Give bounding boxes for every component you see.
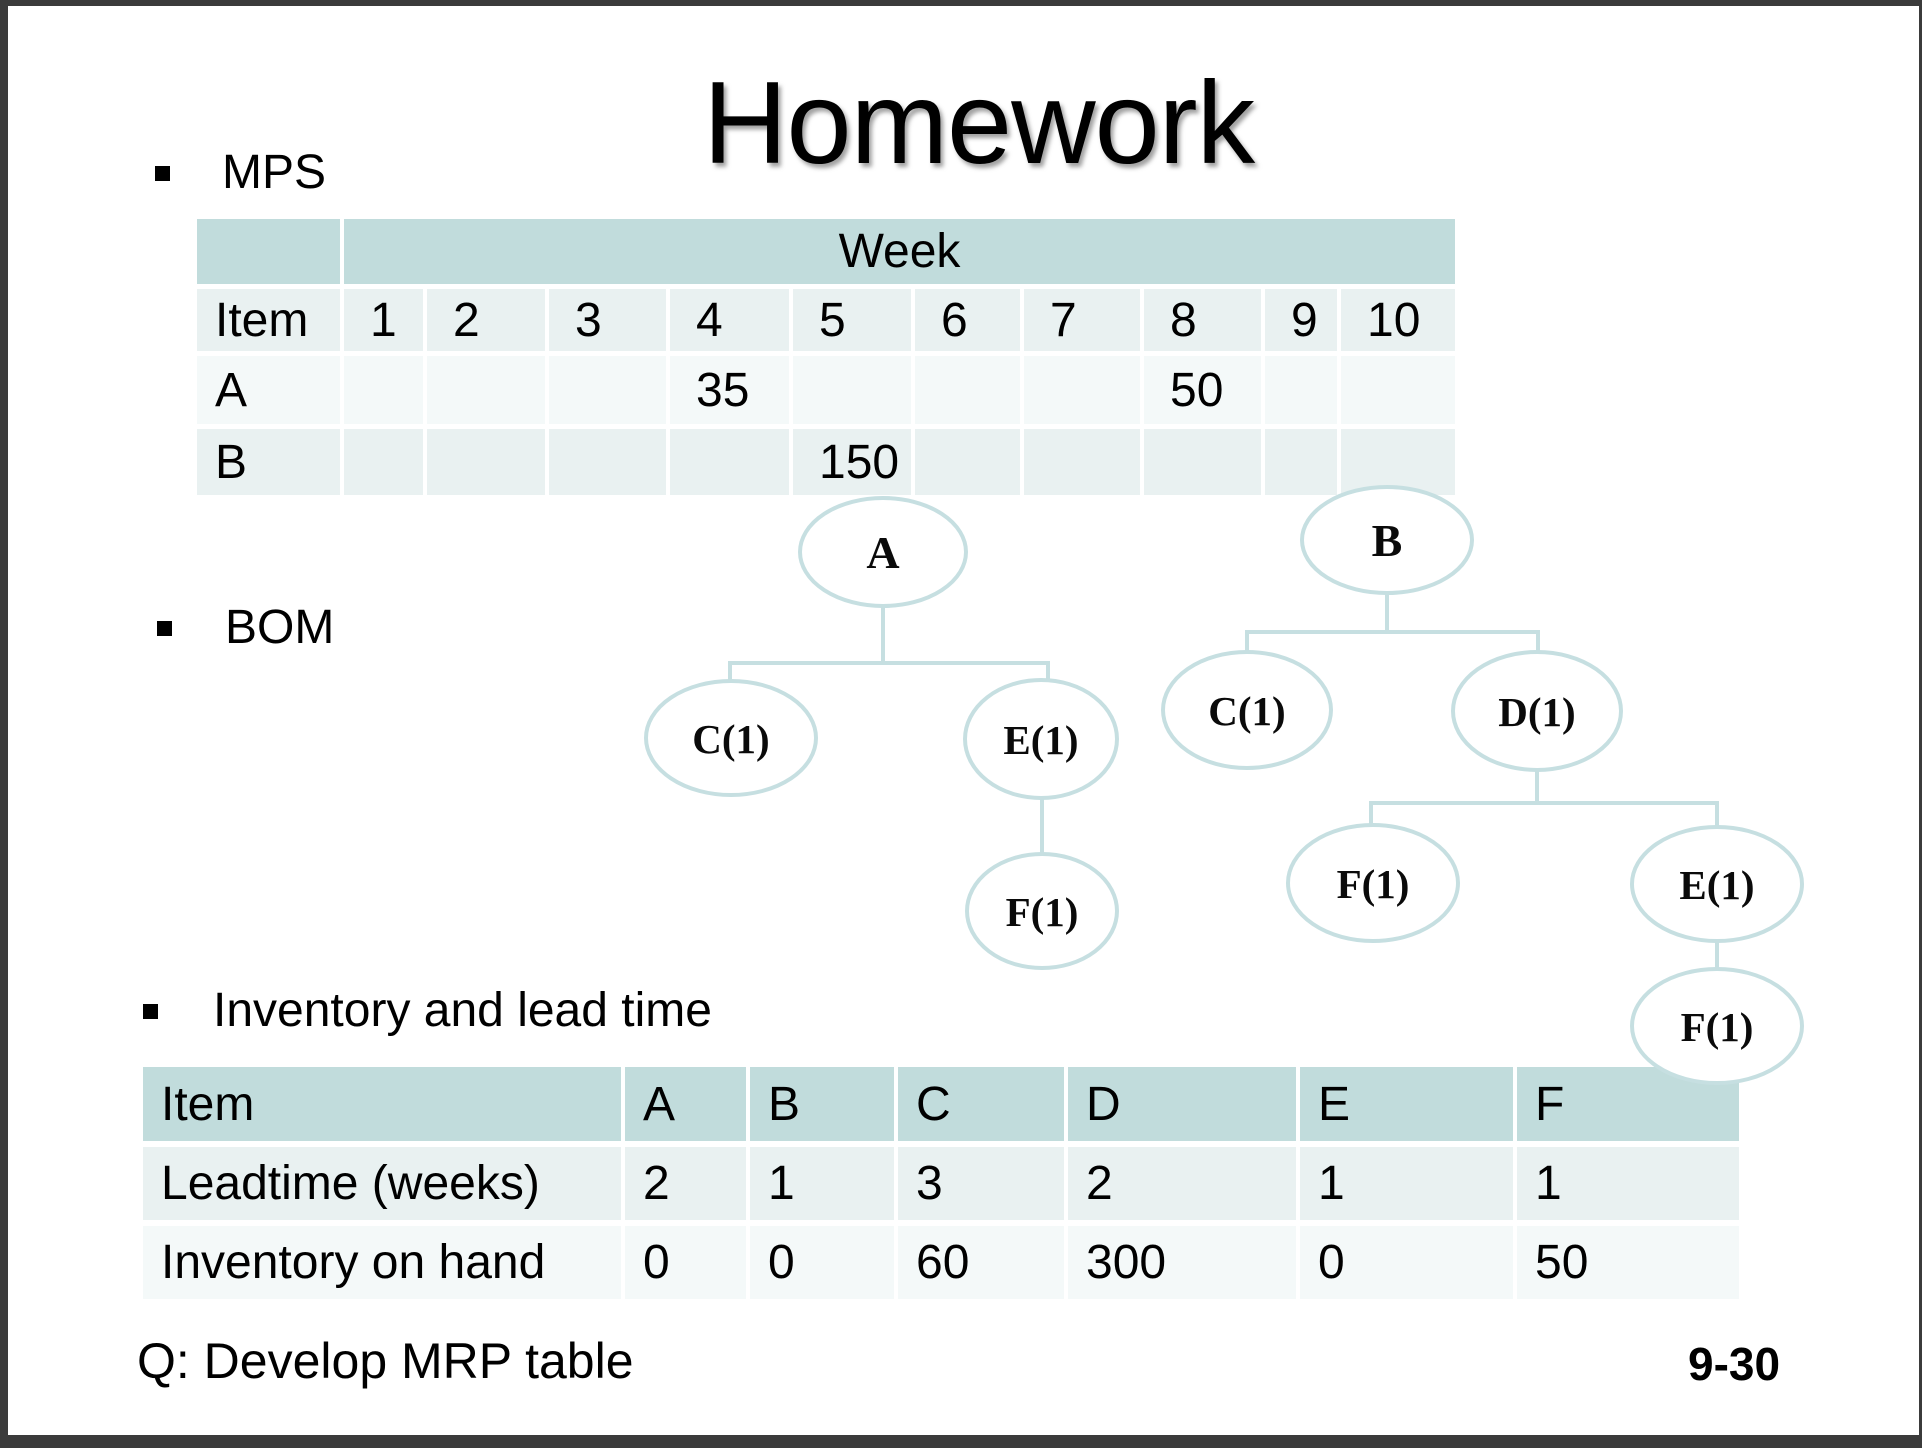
node-a-e: [963, 678, 1119, 800]
node-b-c: [1161, 650, 1333, 770]
node-a-f-label: F(1): [1006, 889, 1079, 935]
mps-week-number: 7: [1024, 289, 1140, 351]
node-b-e-label: E(1): [1679, 862, 1754, 908]
question-text: Q: Develop MRP table: [137, 1333, 634, 1389]
mps-corner-cell: [197, 219, 340, 284]
mps-week-number: 5: [793, 289, 911, 351]
inv-row-label: Leadtime (weeks): [143, 1147, 621, 1220]
inv-cell: 0: [750, 1226, 894, 1299]
inv-cell: 0: [625, 1226, 746, 1299]
node-b-d-label: D(1): [1498, 689, 1575, 735]
inv-header: C: [898, 1067, 1064, 1141]
node-a-label: A: [866, 527, 899, 578]
node-b-f1-label: F(1): [1337, 861, 1410, 907]
mps-row-item: A: [197, 356, 340, 424]
inv-cell: 1: [1300, 1147, 1513, 1220]
mps-cell: [1265, 429, 1337, 495]
mps-week-number: 9: [1265, 289, 1337, 351]
inv-cell: 2: [1068, 1147, 1296, 1220]
node-b-c-label: C(1): [1208, 688, 1285, 734]
mps-cell: [915, 356, 1020, 424]
inv-cell: 1: [750, 1147, 894, 1220]
mps-cell: [1341, 356, 1455, 424]
inv-cell: 0: [1300, 1226, 1513, 1299]
inv-header: B: [750, 1067, 894, 1141]
node-a-c: [644, 679, 818, 797]
mps-cell: [1341, 429, 1455, 495]
page-number: 9-30: [1688, 1338, 1781, 1390]
mps-cell: [670, 429, 789, 495]
bullet-square-icon: [157, 621, 172, 636]
inv-row-label: Inventory on hand: [143, 1226, 621, 1299]
mps-week-number: 1: [344, 289, 423, 351]
bullet-inventory-label: Inventory and lead time: [213, 984, 712, 1037]
node-a: [798, 496, 968, 608]
node-b-e: [1630, 825, 1804, 943]
bullet-mps-label: MPS: [222, 146, 327, 199]
mps-cell: [427, 429, 545, 495]
tree-b-connector: [1245, 593, 1540, 654]
mps-cell: [793, 356, 911, 424]
mps-cell: [344, 429, 423, 495]
mps-week-number: 8: [1144, 289, 1261, 351]
bullet-bom: BOM: [157, 601, 335, 655]
inv-header: D: [1068, 1067, 1296, 1141]
window-frame-bottom: [0, 1435, 1922, 1448]
mps-table: Week Item 1 2 3 4 5 6 7 8 9 10 A 35 50 B…: [197, 219, 1455, 495]
mps-cell: [427, 356, 545, 424]
node-b-f2: [1630, 967, 1804, 1085]
inv-header: E: [1300, 1067, 1513, 1141]
node-b: [1300, 485, 1474, 595]
node-b-f1: [1286, 823, 1460, 943]
mps-cell: [915, 429, 1020, 495]
inventory-leadtime-table: Item A B C D E F Leadtime (weeks) 2 1 3 …: [143, 1067, 1739, 1299]
bullet-bom-label: BOM: [225, 601, 335, 654]
mps-cell: 150: [793, 429, 911, 495]
node-a-f: [965, 852, 1119, 970]
inv-header: Item: [143, 1067, 621, 1141]
mps-row-item: B: [197, 429, 340, 495]
mps-week-header: Week: [344, 219, 1455, 284]
tree-b-d-connector: [1369, 770, 1719, 829]
bullet-square-icon: [155, 166, 170, 181]
inv-cell: 2: [625, 1147, 746, 1220]
slide-title: Homework: [703, 57, 1255, 188]
tree-a-connector: [728, 606, 1050, 684]
bullet-inventory: Inventory and lead time: [143, 984, 712, 1038]
mps-cell: 50: [1144, 356, 1261, 424]
node-a-e-label: E(1): [1003, 717, 1078, 763]
node-b-d: [1451, 650, 1623, 772]
inv-cell: 300: [1068, 1226, 1296, 1299]
inv-cell: 50: [1517, 1226, 1739, 1299]
window-frame-left: [0, 0, 8, 1448]
bullet-mps: MPS: [155, 146, 327, 200]
node-b-label: B: [1372, 515, 1403, 566]
bullet-square-icon: [143, 1004, 158, 1019]
mps-week-number: 10: [1341, 289, 1455, 351]
window-frame-top: [0, 0, 1922, 6]
mps-week-number: 4: [670, 289, 789, 351]
node-b-f2-label: F(1): [1681, 1004, 1754, 1050]
inv-header: A: [625, 1067, 746, 1141]
inv-cell: 60: [898, 1226, 1064, 1299]
mps-cell: [1265, 356, 1337, 424]
window-frame-right: [1919, 0, 1922, 1448]
mps-cell: [1024, 429, 1140, 495]
mps-cell: [344, 356, 423, 424]
mps-cell: [549, 429, 666, 495]
mps-cell: [1144, 429, 1261, 495]
mps-week-number: 6: [915, 289, 1020, 351]
mps-cell: [549, 356, 666, 424]
mps-week-number: 3: [549, 289, 666, 351]
inv-cell: 3: [898, 1147, 1064, 1220]
node-a-c-label: C(1): [692, 716, 769, 762]
mps-cell: [1024, 356, 1140, 424]
mps-item-header: Item: [197, 289, 340, 351]
inv-cell: 1: [1517, 1147, 1739, 1220]
mps-week-number: 2: [427, 289, 545, 351]
mps-cell: 35: [670, 356, 789, 424]
